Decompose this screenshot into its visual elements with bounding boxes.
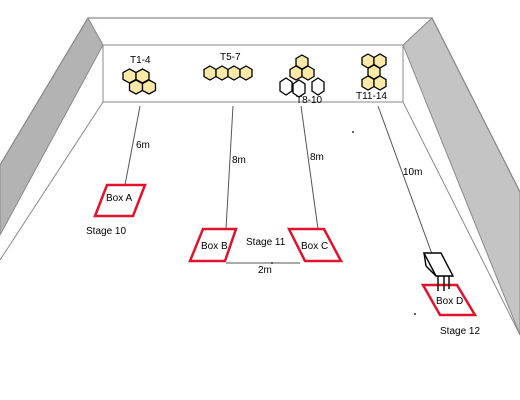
- box-b-label: Box B: [201, 241, 228, 252]
- barricade-icon: [422, 252, 455, 291]
- shooting-box-c: Box C: [286, 227, 344, 263]
- distance-b-label: 8m: [232, 155, 246, 166]
- distance-line-a: [124, 105, 141, 186]
- box-a-label: Box A: [106, 193, 132, 204]
- honeycomb-target-icon: [289, 54, 315, 81]
- distance-c-label: 8m: [310, 152, 324, 163]
- distance-bc-label: 2m: [258, 265, 272, 276]
- distance-line-c: [300, 105, 319, 230]
- target-group-1: T1-4: [122, 55, 157, 95]
- target-group-1-label: T1-4: [130, 55, 151, 66]
- box-a-outline: [93, 183, 147, 218]
- honeycomb-target-icon: [203, 65, 253, 81]
- target-group-2: T5-7: [203, 52, 253, 81]
- stage-11-label: Stage 11: [246, 237, 286, 248]
- shooting-box-d: Box D: [420, 283, 478, 317]
- honeycomb-target-icon: [122, 68, 157, 95]
- shooting-box-a: Box A: [93, 183, 147, 218]
- stage-10-label: Stage 10: [86, 226, 126, 237]
- distance-line-d: [377, 105, 433, 255]
- left-floor-edge: [0, 101, 104, 261]
- box-c-label: Box C: [301, 241, 328, 252]
- shooting-box-b: Box B: [188, 227, 238, 263]
- target-group-2-label: T5-7: [220, 52, 241, 63]
- box-c-outline: [286, 227, 344, 263]
- distance-a-label: 6m: [136, 140, 150, 151]
- wall-outline: [0, 17, 520, 193]
- bay-walls: [0, 16, 520, 350]
- target-group-4: T11-14: [356, 53, 387, 102]
- no-shoot-target-icon: [279, 77, 325, 98]
- target-group-4-label: T11-14: [356, 91, 387, 102]
- stage-12-label: Stage 12: [440, 326, 480, 337]
- box-b-outline: [188, 227, 238, 263]
- honeycomb-target-icon: [361, 53, 387, 91]
- box-d-outline: [420, 283, 478, 317]
- box-d-label: Box D: [436, 296, 463, 307]
- distance-lines: [124, 105, 433, 264]
- right-floor-edge: [402, 101, 520, 336]
- floor-marks: [271, 131, 416, 315]
- target-group-3-label: T8-10: [296, 95, 323, 106]
- distance-d-label: 10m: [403, 167, 422, 178]
- distance-line-b: [225, 105, 234, 230]
- target-group-3: T8-10: [279, 54, 325, 106]
